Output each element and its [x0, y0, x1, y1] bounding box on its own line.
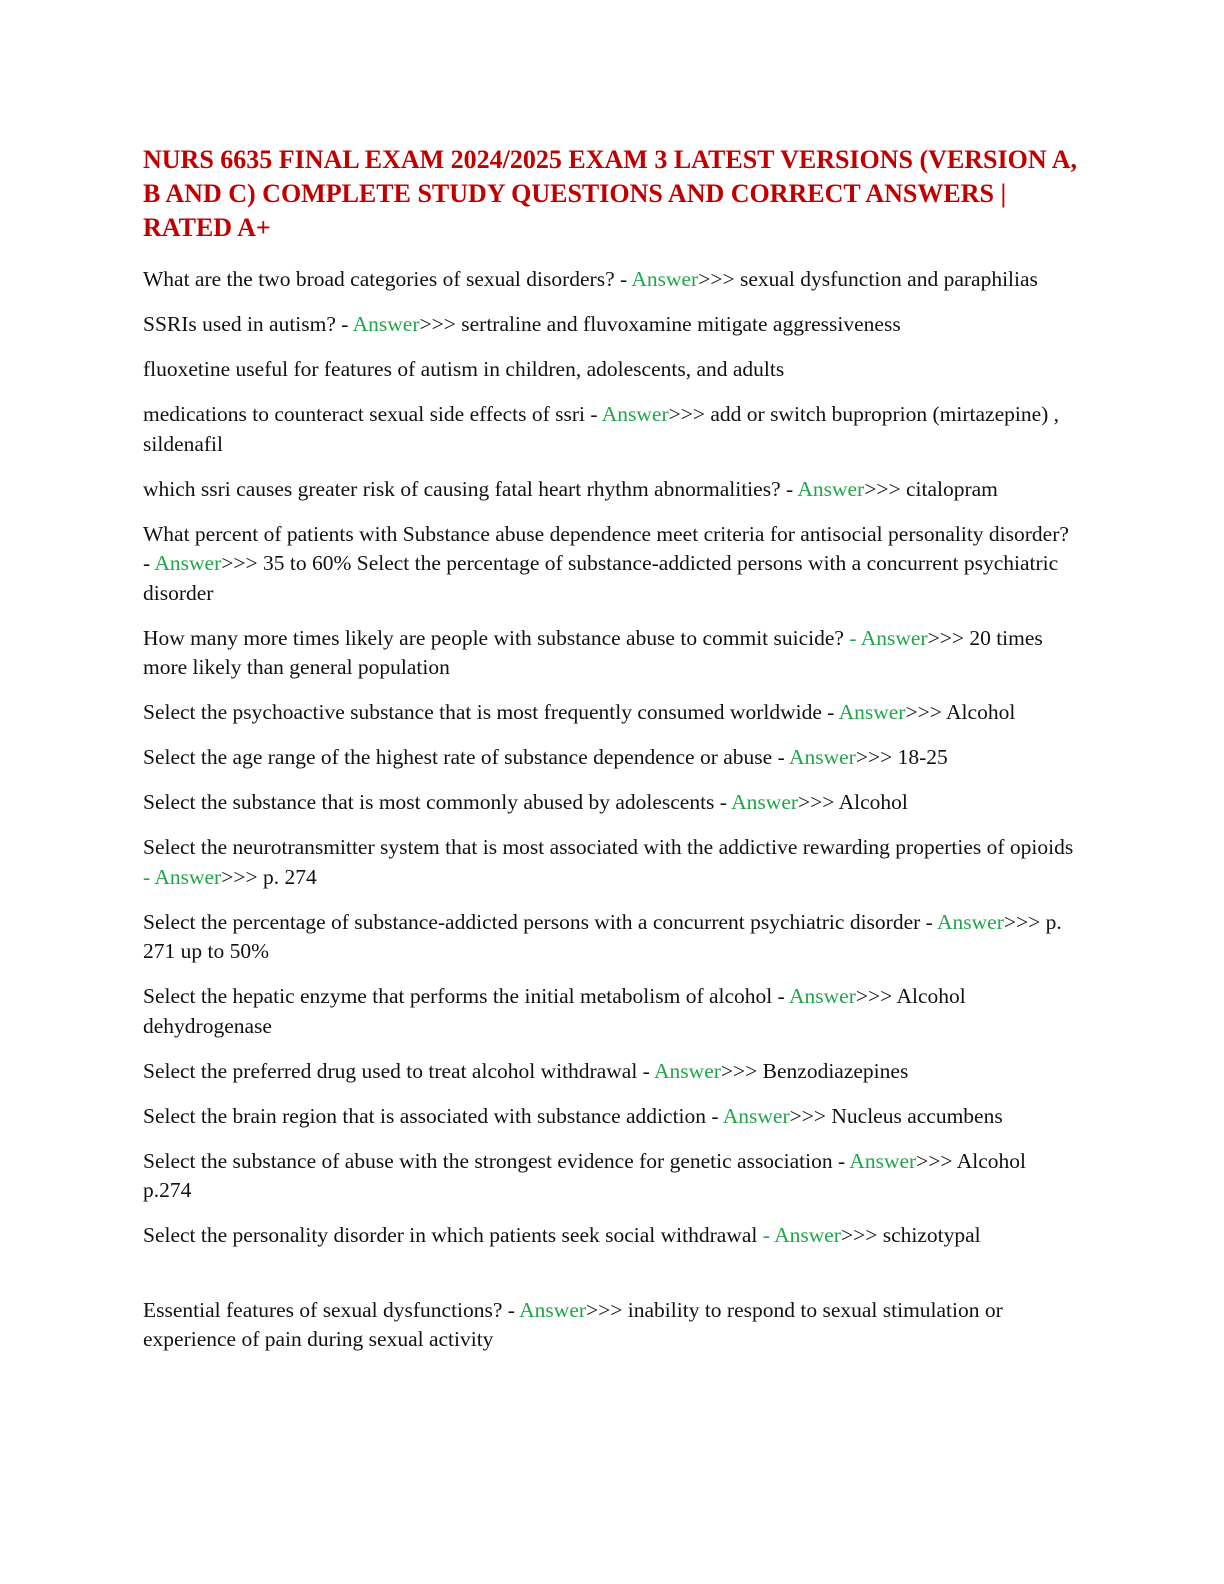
- answer-label: Answer: [352, 312, 420, 336]
- qa-item: Select the neurotransmitter system that …: [143, 833, 1078, 892]
- answer-text: >>> Alcohol: [905, 700, 1016, 724]
- answer-label: Answer: [722, 1103, 790, 1128]
- qa-item: What are the two broad categories of sex…: [143, 265, 1078, 295]
- answer-text: >>> Alcohol dehydrogenase: [143, 984, 966, 1038]
- answer-label: Answer: [937, 909, 1004, 934]
- answer-label: Answer: [601, 402, 669, 426]
- question-text: medications to counteract sexual side ef…: [143, 402, 602, 426]
- answer-label: Answer: [154, 551, 222, 575]
- qa-item: SSRIs used in autism? - Answer>>> sertra…: [143, 310, 1078, 340]
- question-text: Select the neurotransmitter system that …: [143, 835, 1074, 859]
- question-text: Select the preferred drug used to treat …: [143, 1058, 655, 1083]
- document-page: NURS 6635 FINAL EXAM 2024/2025 EXAM 3 LA…: [143, 143, 1078, 1370]
- qa-item: What percent of patients with Substance …: [143, 520, 1078, 609]
- qa-list: What are the two broad categories of sex…: [143, 265, 1078, 1355]
- question-text: Select the age range of the highest rate…: [143, 745, 789, 769]
- question-text: What are the two broad categories of sex…: [143, 267, 632, 291]
- answer-label: Answer: [654, 1058, 721, 1083]
- question-text: Select the percentage of substance-addic…: [143, 909, 937, 934]
- answer-text: >>> Nucleus accumbens: [789, 1103, 1003, 1128]
- answer-label: Answer: [731, 790, 799, 814]
- answer-text: >>> schizotypal: [840, 1223, 981, 1247]
- qa-item: Select the percentage of substance-addic…: [143, 908, 1078, 967]
- qa-item: How many more times likely are people wi…: [143, 624, 1078, 683]
- answer-text: >>> p. 274: [221, 864, 317, 889]
- qa-item: fluoxetine useful for features of autism…: [143, 355, 1078, 385]
- qa-item: Select the hepatic enzyme that performs …: [143, 982, 1078, 1041]
- answer-label: Answer: [849, 1148, 917, 1173]
- qa-item: which ssri causes greater risk of causin…: [143, 475, 1078, 505]
- answer-text: >>> p. 271 up to 50%: [143, 909, 1062, 964]
- answer-text: >>> citalopram: [864, 476, 998, 501]
- document-title: NURS 6635 FINAL EXAM 2024/2025 EXAM 3 LA…: [143, 145, 1077, 242]
- question-text: Select the substance of abuse with the s…: [143, 1148, 850, 1173]
- question-text: which ssri causes greater risk of causin…: [143, 476, 798, 501]
- qa-item: Select the substance of abuse with the s…: [143, 1147, 1078, 1206]
- answer-text: >>> Alcohol p.274: [143, 1148, 1027, 1203]
- qa-item: Essential features of sexual dysfunction…: [143, 1296, 1078, 1355]
- answer-text: >>> 35 to 60% Select the percentage of s…: [143, 551, 1059, 605]
- answer-text: >>> Alcohol: [798, 790, 908, 814]
- answer-label: Answer: [797, 476, 865, 501]
- answer-text: >>> 18-25: [855, 745, 948, 769]
- answer-text: >>> Benzodiazepines: [720, 1058, 909, 1083]
- answer-text: >>> inability to respond to sexual stimu…: [143, 1297, 1003, 1352]
- answer-text: >>> 20 times more likely than general po…: [143, 625, 1043, 680]
- answer-text: >>> sexual dysfunction and paraphilias: [698, 267, 1038, 291]
- qa-item: Select the substance that is most common…: [143, 788, 1078, 818]
- answer-label: Answer: [838, 700, 906, 724]
- qa-item: Select the age range of the highest rate…: [143, 743, 1078, 773]
- question-text: fluoxetine useful for features of autism…: [143, 357, 785, 381]
- question-text: How many more times likely are people wi…: [143, 625, 850, 650]
- answer-text: >>> sertraline and fluvoxamine mitigate …: [419, 312, 901, 336]
- question-text: Select the personality disorder in which…: [143, 1223, 763, 1247]
- answer-label: Answer: [788, 745, 856, 769]
- question-text: Select the psychoactive substance that i…: [143, 700, 839, 724]
- question-text: Select the hepatic enzyme that performs …: [143, 984, 789, 1008]
- answer-label: Answer: [519, 1297, 587, 1322]
- answer-label: - Answer: [762, 1223, 841, 1247]
- question-text: What percent of patients with Substance …: [143, 521, 1069, 576]
- answer-label: - Answer: [143, 864, 222, 889]
- question-text: Select the brain region that is associat…: [143, 1103, 723, 1128]
- qa-item: Select the psychoactive substance that i…: [143, 698, 1078, 728]
- question-text: Essential features of sexual dysfunction…: [143, 1297, 520, 1322]
- answer-label: Answer: [631, 267, 699, 291]
- answer-label: Answer: [789, 984, 856, 1008]
- answer-text: >>> add or switch buproprion (mirtazepin…: [143, 402, 1060, 456]
- qa-item: medications to counteract sexual side ef…: [143, 400, 1078, 459]
- question-text: Select the substance that is most common…: [143, 790, 732, 814]
- answer-label: - Answer: [849, 625, 928, 650]
- question-text: SSRIs used in autism? -: [143, 312, 353, 336]
- qa-item: Select the personality disorder in which…: [143, 1221, 1078, 1251]
- qa-item: Select the preferred drug used to treat …: [143, 1057, 1078, 1087]
- qa-item: Select the brain region that is associat…: [143, 1102, 1078, 1132]
